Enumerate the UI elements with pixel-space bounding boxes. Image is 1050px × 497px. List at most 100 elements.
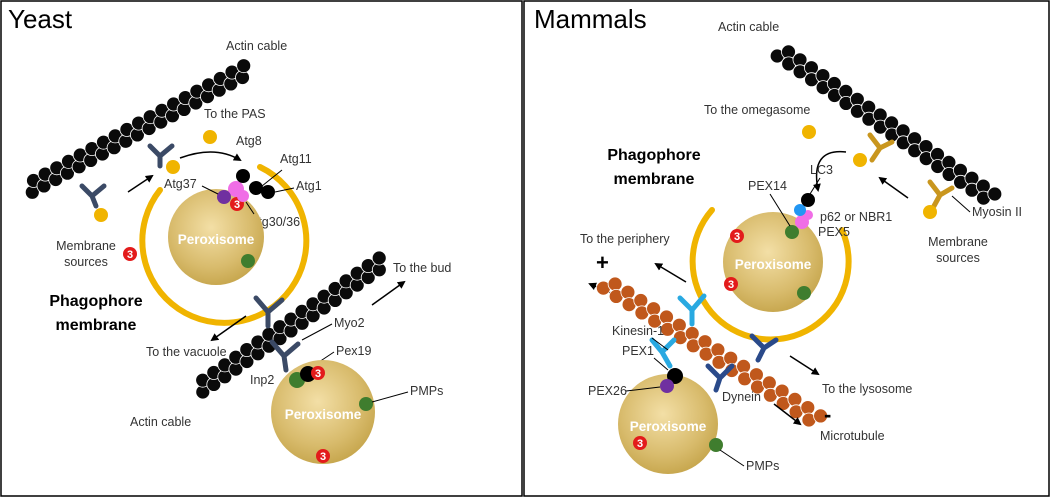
mammals-peroxisome-lower-label: Peroxisome xyxy=(630,419,707,434)
yeast-to-bud: To the bud xyxy=(393,261,451,275)
microtubule-bead xyxy=(774,383,790,399)
yeast-pex19-label: Pex19 xyxy=(336,344,371,358)
yeast-arrow-vacuole xyxy=(210,315,247,342)
microtubule-bead xyxy=(813,408,828,424)
yeast-ub-1-text: 3 xyxy=(234,199,240,211)
mammals-kinesin-motor-1 xyxy=(677,293,707,327)
mammals-pex1-protein xyxy=(667,368,683,384)
microtubule-bead xyxy=(787,391,803,407)
yeast-inp2-label: Inp2 xyxy=(250,373,274,387)
mammals-minus: - xyxy=(824,402,831,427)
yeast-membrane-vesicle-2 xyxy=(94,208,108,222)
yeast-arrow-bud xyxy=(371,280,406,306)
yeast-phagophore-label: Phagophore xyxy=(49,293,142,310)
mammals-ub-1 xyxy=(730,229,744,243)
mammals-arrow-microtubule xyxy=(773,403,802,426)
yeast-arrow-membrane xyxy=(127,174,154,193)
mammals-to-omegasome: To the omegasome xyxy=(704,103,810,117)
microtubule-bead xyxy=(620,284,636,300)
mammals-pex14-line xyxy=(769,193,791,227)
yeast-actin-cable-bottom-label: Actin cable xyxy=(130,415,191,429)
mammals-actin-cable-label: Actin cable xyxy=(718,20,779,34)
mammals-plus: + xyxy=(596,250,609,275)
yeast-atg8-label: Atg8 xyxy=(236,134,262,148)
mammals-ub-2 xyxy=(724,277,738,291)
yeast-phagophore xyxy=(139,164,310,326)
mammals-microtubule-label: Microtubule xyxy=(820,429,885,443)
mammals-peroxisome-upper-label: Peroxisome xyxy=(735,257,812,272)
microtubule-bead xyxy=(800,400,816,416)
mammals-arrow-membrane xyxy=(878,176,909,199)
mammals-to-lysosome: To the lysosome xyxy=(822,382,912,396)
microtubule-bead xyxy=(749,367,764,383)
yeast-myo2-label: Myo2 xyxy=(334,316,365,330)
yeast-ub-4 xyxy=(316,449,330,463)
mammals-membrane-vesicle-1 xyxy=(802,125,816,139)
yeast-membrane-sources-label-2: sources xyxy=(64,255,108,269)
mammals-myosin-motor-1 xyxy=(867,132,895,163)
mammals-membrane-vesicle-3 xyxy=(923,205,937,219)
mammals-phagophore xyxy=(689,207,852,343)
yeast-peroxisome-upper-label: Peroxisome xyxy=(178,232,255,247)
microtubule-bead xyxy=(633,293,649,308)
mammals-ub-3 xyxy=(633,436,647,450)
yeast-ub-2 xyxy=(123,247,137,261)
yeast-ub-4-text: 3 xyxy=(320,451,326,463)
microtubule-bead xyxy=(736,358,751,374)
yeast-atg11-protein xyxy=(249,181,263,195)
mammals-dynein-label: Dynein xyxy=(722,390,761,404)
mammals-pex1-label: PEX1 xyxy=(622,344,654,358)
mammals-myosin-line xyxy=(951,195,971,213)
mammals-to-periphery: To the periphery xyxy=(580,232,670,246)
mammals-ub-3-text: 3 xyxy=(637,438,643,450)
yeast-atg11-label: Atg11 xyxy=(280,152,312,166)
yeast-actin-cable-bottom xyxy=(195,250,387,400)
mammals-pmp-lower xyxy=(709,438,723,452)
yeast-ub-2-text: 3 xyxy=(127,249,133,261)
mammals-pex5-label: PEX5 xyxy=(818,225,850,239)
mammals-kinesin-label: Kinesin-1 xyxy=(612,324,664,338)
microtubule-bead xyxy=(607,276,623,292)
yeast-myo2-lower-2 xyxy=(269,339,301,373)
yeast-atg37-protein xyxy=(217,190,231,204)
yeast-atg8-protein xyxy=(236,169,250,183)
microtubule-bead xyxy=(671,317,687,333)
mammals-pex14-label: PEX14 xyxy=(748,179,787,193)
mammals-myosin-label: Myosin II xyxy=(972,205,1022,219)
mammals-arrow-lysosome xyxy=(789,355,820,376)
actin-bead xyxy=(236,58,252,74)
mammals-panel xyxy=(523,0,1050,497)
mammals-kinesin-line xyxy=(651,337,669,351)
mammals-peroxisome-upper xyxy=(723,212,823,312)
yeast-pmps-label: PMPs xyxy=(410,384,443,398)
yeast-atg37-label: Atg37 xyxy=(164,177,197,191)
mammals-microtubule xyxy=(596,276,828,428)
yeast-pmp-upper xyxy=(241,254,255,268)
mammals-arrow-periphery-1 xyxy=(654,262,687,283)
mammals-pex26-label: PEX26 xyxy=(588,384,627,398)
mammals-actin-cable xyxy=(769,44,1003,206)
microtubule-bead xyxy=(723,350,739,366)
mammals-dynein-motor-2 xyxy=(705,363,735,393)
mammals-pex26-protein xyxy=(660,379,674,393)
mammals-membrane-vesicle-2 xyxy=(853,153,867,167)
actin-bead xyxy=(987,186,1003,202)
mammals-pmps-line xyxy=(719,449,745,467)
mammals-phagophore-label: Phagophore xyxy=(607,147,700,164)
mammals-pmp-upper xyxy=(797,286,811,300)
mammals-title: Mammals xyxy=(534,4,647,34)
yeast-actin-cable-top xyxy=(24,58,252,200)
yeast-to-pas: To the PAS xyxy=(204,107,266,121)
microtubule-bead xyxy=(684,326,700,341)
microtubule-bead xyxy=(659,309,674,325)
mammals-phagophore-label-2: membrane xyxy=(614,171,695,188)
mammals-pex5-protein-2 xyxy=(803,210,813,220)
yeast-myo2-line xyxy=(301,323,333,341)
actin-bead xyxy=(371,250,387,266)
mammals-p62-label: p62 or NBR1 xyxy=(820,210,892,224)
yeast-pmps-line xyxy=(371,391,409,403)
yeast-panel xyxy=(0,0,523,497)
yeast-arrow-to-pas xyxy=(179,151,242,162)
yeast-ub-3-text: 3 xyxy=(315,368,321,380)
